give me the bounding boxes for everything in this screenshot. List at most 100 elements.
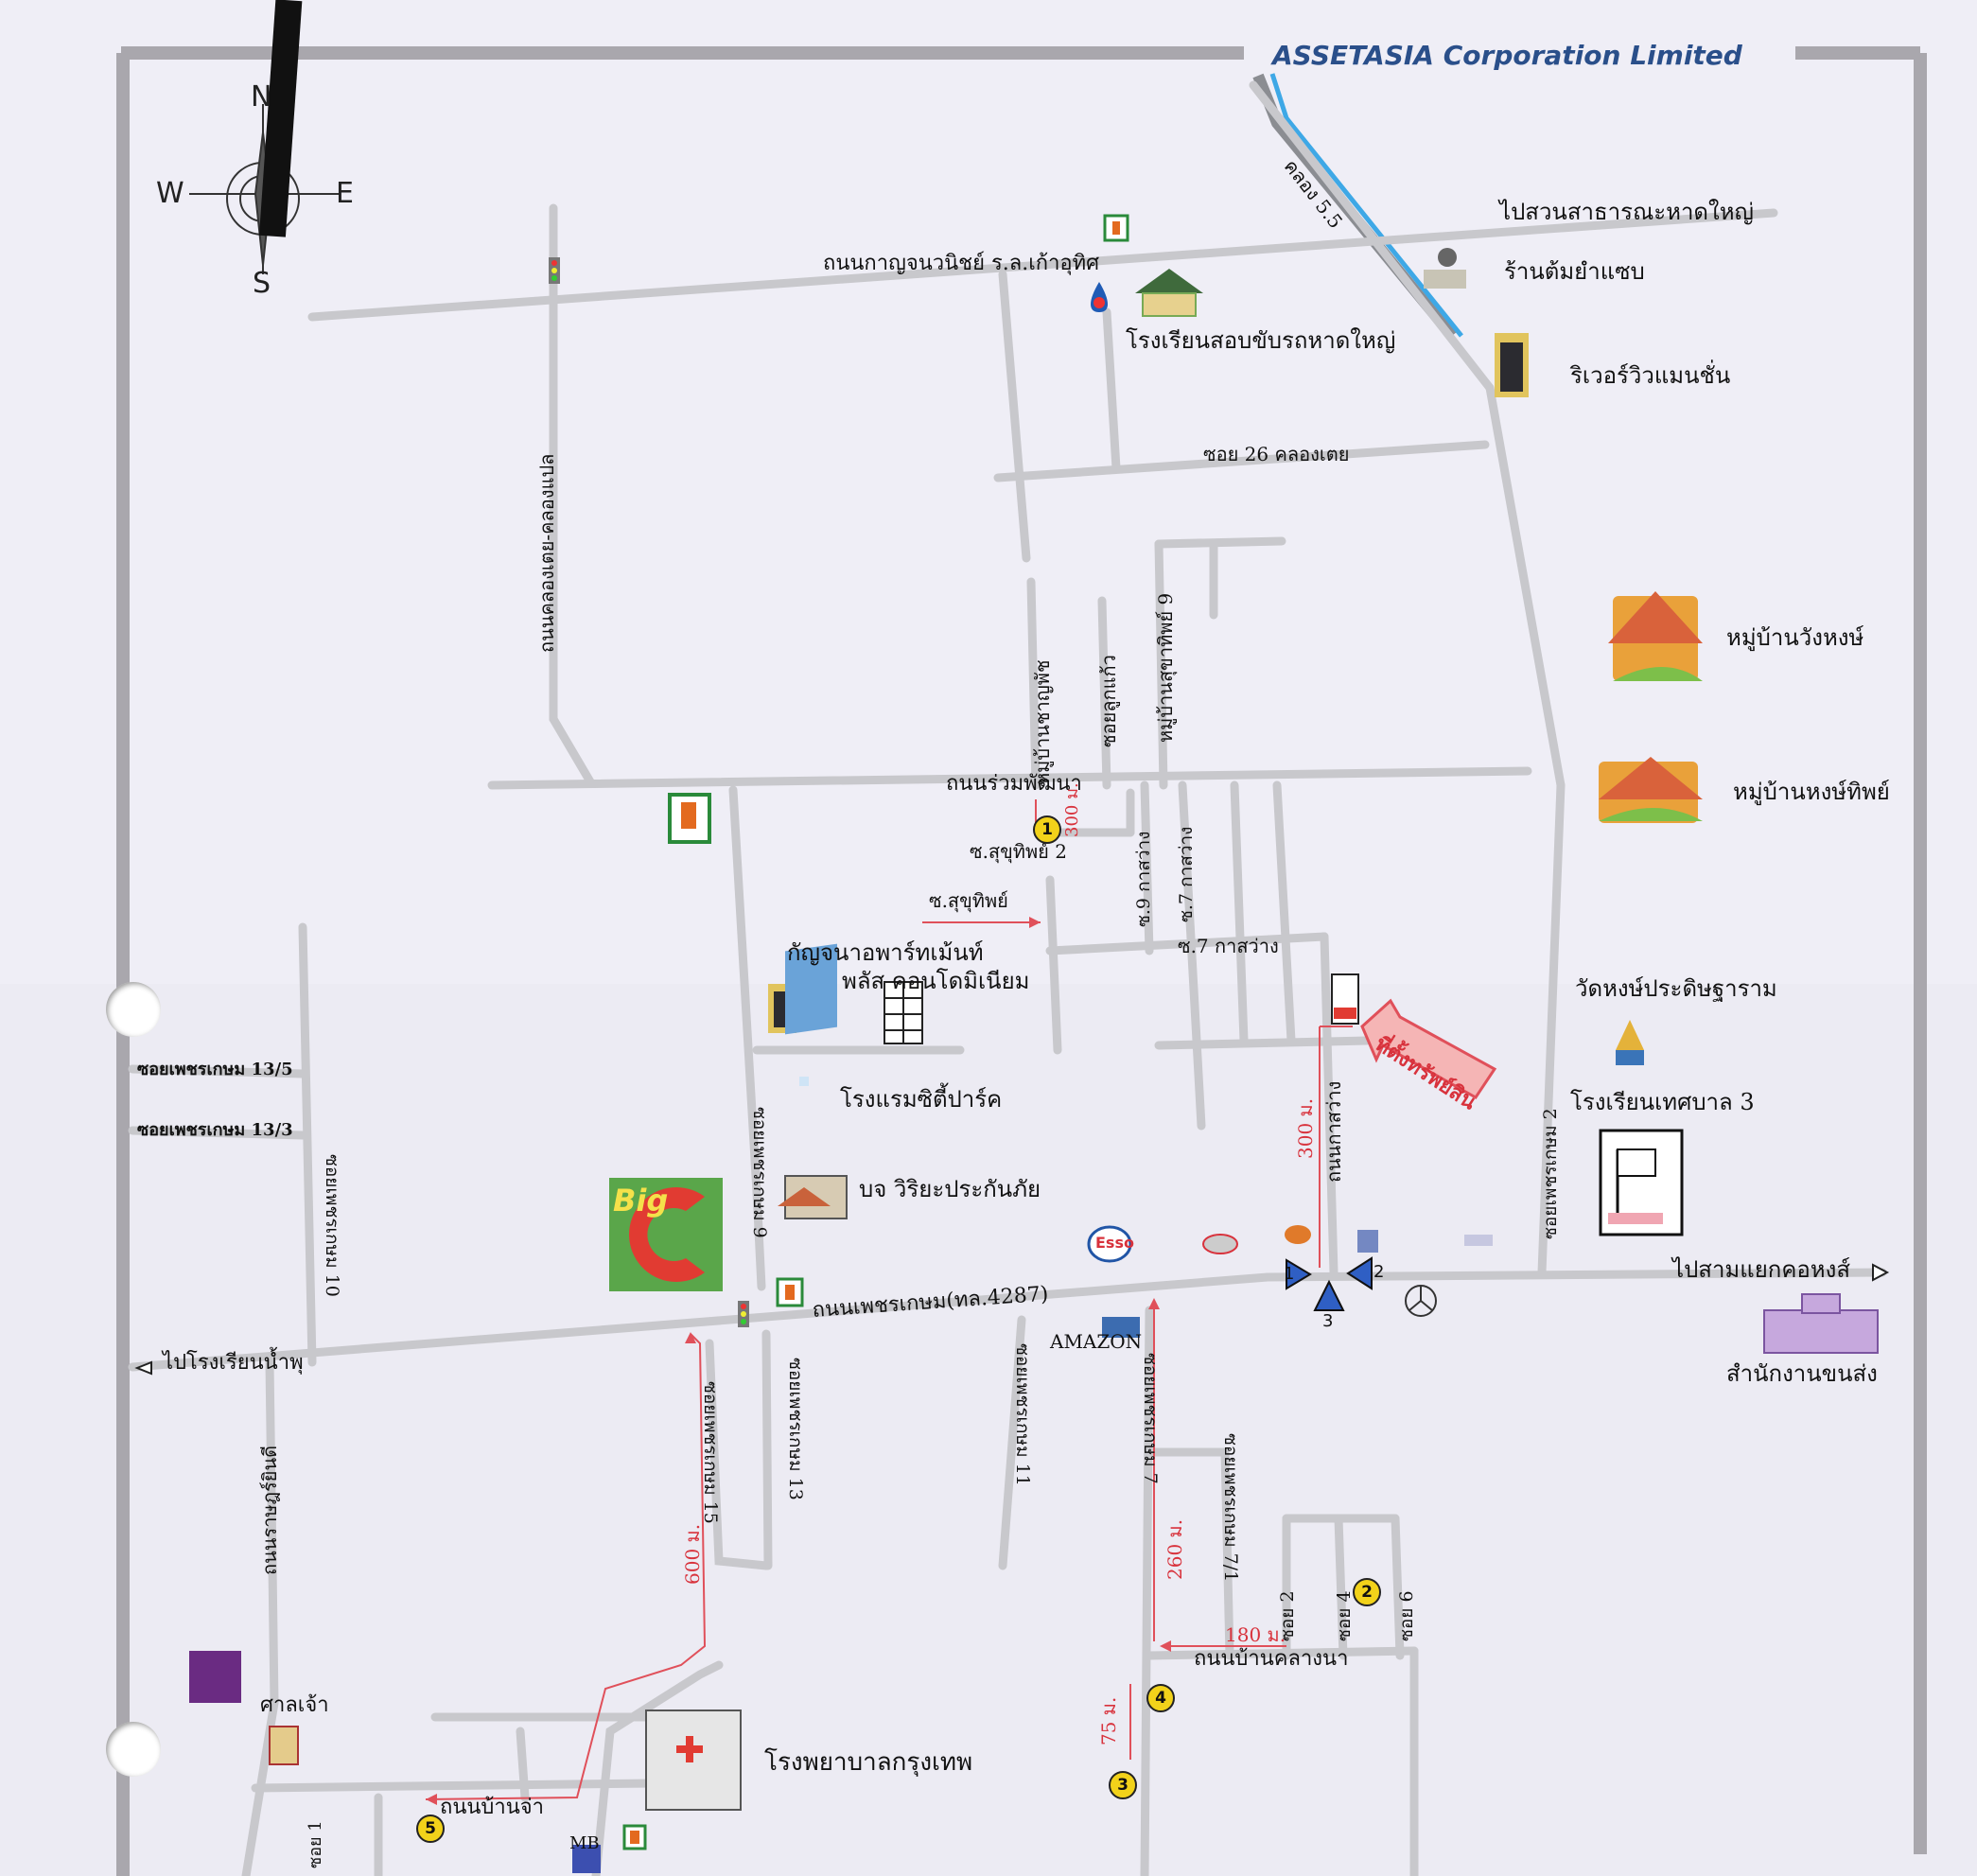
- road-label-soi-sukhothip: ซ.สุขุทิพย์: [929, 889, 1008, 912]
- road-label-ban-klang-na: ถนนบ้านคลางนา: [1194, 1647, 1349, 1671]
- road-label-moo-ban-chaya: หมู่บ้านชาญพัช: [1031, 659, 1054, 785]
- road-label-pk-15: ซอยเพชรเกษม 15: [700, 1381, 721, 1524]
- place-ran-tom-yam: ร้านต้มยำแซบ: [1504, 258, 1645, 285]
- burger-icon: [1285, 1225, 1311, 1244]
- road-label-soi1: ซอย 1: [306, 1820, 325, 1868]
- shrine-icon: [269, 1726, 299, 1765]
- marker-3: 3: [1109, 1771, 1137, 1799]
- compass-s: S: [253, 267, 271, 300]
- ptt-station-icon: [1091, 282, 1108, 312]
- driving-school-icon: [1135, 269, 1203, 317]
- road-label-pk-10: ซอยเพชรเกษม 10: [322, 1154, 342, 1297]
- wiriya-insurance-icon: [778, 1175, 848, 1219]
- place-shrine: ศาลเจ้า: [260, 1693, 329, 1717]
- road-label-pk-11: ซอยเพชรเกษม 11: [1012, 1343, 1033, 1486]
- place-driving-school: โรงเรียนสอบขับรถหาดใหญ่: [1126, 327, 1396, 354]
- road-label-klong-toey: ถนนคลองเตย-คลองแปล: [535, 453, 558, 653]
- road-label-sukhothip9: หมู่บ้านสุขาทิพย์ 9: [1154, 592, 1177, 743]
- triangle-label-3: 3: [1322, 1311, 1334, 1331]
- road-label-to-left: ไปโรงเรียนน้ำพุ: [163, 1351, 304, 1375]
- hospital-icon: [645, 1709, 742, 1811]
- road-label-pk-13-5: ซอยเพชรเกษม 13/5: [137, 1060, 293, 1079]
- amazon-cafe-icon: [1102, 1317, 1140, 1338]
- temple-icon: [1616, 1020, 1644, 1065]
- road-label-kanchanawanit: ถนนกาญจนวนิชย์ ร.ล.เก้าอุทิศ: [823, 252, 1100, 275]
- marker-4: 4: [1146, 1684, 1175, 1712]
- place-wiriya-insurance: บจ วิริยะประกันภัย: [859, 1176, 1041, 1202]
- direction-triangles: [1286, 1256, 1373, 1311]
- marker-1: 1: [1033, 815, 1061, 844]
- punch-hole-bottom: [106, 1722, 161, 1777]
- triangle-label-2: 2: [1373, 1262, 1385, 1282]
- road-label-ruam-pattana: ถนนร่วมพัฒนา: [946, 772, 1082, 796]
- water-drop-icon: [1357, 1230, 1378, 1253]
- triangle-label-1: 1: [1284, 1264, 1295, 1284]
- road-label-pk-7: ซอยเพชรเกษม 7: [1140, 1353, 1161, 1484]
- place-moo-ban-wanghong: หมู่บ้านวังหงษ์: [1726, 624, 1864, 651]
- place-transport-office: สำนักงานขนส่ง: [1726, 1360, 1878, 1387]
- place-moo-ban-hongthip: หมู่บ้านหงษ์ทิพย์: [1733, 779, 1890, 805]
- place-bangkok-hospital: โรงพยาบาลกรุงเทพ: [764, 1748, 973, 1777]
- place-hotel-city-park: โรงแรมซิตี้ปาร์ค: [840, 1086, 1003, 1113]
- distance-300-ruam: 300 ม.: [1062, 782, 1082, 837]
- distance-300-kasawang: 300 ม.: [1294, 1097, 1317, 1159]
- route-lines: [425, 799, 1353, 1800]
- marker-5: 5: [416, 1815, 445, 1843]
- river-view-building-icon: [1495, 333, 1529, 397]
- big-c-logo: [609, 1178, 723, 1291]
- road-label-raj-utit: ถนนราษฎร์ยินดี: [258, 1445, 281, 1575]
- mb-logo: [572, 1845, 601, 1873]
- road-label-soi7-kasawang-h: ซ.7 กาสว่าง: [1178, 935, 1279, 957]
- asset-location-arrow: [1331, 973, 1497, 1099]
- road-label-soi-luk-kaew: ซอยลูกแก้ว: [1097, 655, 1120, 747]
- punch-hole-top: [106, 982, 161, 1037]
- map-frame: [116, 46, 1927, 1876]
- place-plus-condo: พลัส คอนโดมิเนียม: [842, 968, 1030, 994]
- road-label-pk-2: ซอยเพชรเกษม 2: [1540, 1108, 1561, 1239]
- road-label-soi-sukhothip2: ซ.สุขุทิพย์ 2: [970, 840, 1067, 863]
- road-label-soi7-kasawang-v: ซ.7 กาสว่าง: [1176, 826, 1197, 922]
- nissan-logo: [1202, 1234, 1238, 1254]
- road-label-to-park: ไปสวนสาธารณะหาดใหญ่: [1499, 199, 1755, 225]
- road-label-pk-9: ซอยเพชรเกษม 9: [749, 1107, 770, 1238]
- mercedes-logo: [1405, 1285, 1437, 1317]
- marker-2: 2: [1353, 1578, 1381, 1606]
- place-mb: MB: [569, 1833, 600, 1853]
- road-label-kasawang: ถนนกาสว่าง: [1322, 1080, 1345, 1183]
- distance-260: 260 ม.: [1163, 1518, 1186, 1580]
- plus-condo-icon: [884, 981, 923, 1044]
- compass-e: E: [336, 177, 354, 210]
- school-flag-icon: [1599, 1129, 1684, 1236]
- route-arrowheads: [426, 917, 1171, 1805]
- road-label-pk-13-3: ซอยเพชรเกษม 13/3: [137, 1120, 293, 1140]
- road-label-pk-13: ซอยเพชรเกษม 13: [785, 1358, 806, 1500]
- place-school-tessaban3: โรงเรียนเทศบาล 3: [1570, 1089, 1755, 1115]
- transport-office-icon: [1763, 1293, 1879, 1354]
- place-big-c: Big: [613, 1183, 669, 1219]
- road-label-soi4: ซอย 4: [1334, 1590, 1355, 1641]
- distance-180: 180 ม.: [1225, 1623, 1286, 1646]
- recycle-logo: [189, 1651, 241, 1703]
- distance-600: 600 ม.: [681, 1523, 704, 1585]
- small-logo-icon: [1464, 1235, 1493, 1246]
- company-name: ASSETASIA Corporation Limited: [1272, 40, 1742, 71]
- place-wat-hong: วัดหงษ์ประดิษฐาราม: [1575, 975, 1777, 1002]
- restaurant-icon: [1424, 248, 1466, 289]
- place-esso: Esso: [1095, 1234, 1134, 1252]
- place-amazon: AMAZON: [1050, 1330, 1143, 1353]
- place-kanchana-apartment: กัญจนาอพาร์ทเม้นท์: [787, 939, 984, 966]
- main-road-arrows: [134, 1263, 1890, 1376]
- hotel-city-park-icon: [785, 943, 837, 1086]
- road-label-ban-cha: ถนนบ้านจ่า: [440, 1796, 544, 1819]
- village-wanghong-icon: [1608, 591, 1703, 681]
- village-hongthip-icon: [1599, 757, 1703, 823]
- esso-logo: [1087, 1225, 1132, 1263]
- compass-n: N: [251, 80, 272, 114]
- road-label-to-right: ไปสามแยกคอหงส์: [1672, 1256, 1850, 1283]
- road-label-soi26: ซอย 26 คลองเตย: [1203, 443, 1350, 465]
- compass-w: W: [156, 177, 184, 210]
- road-label-pk-7-1: ซอยเพชรเกษม 7/1: [1220, 1433, 1241, 1583]
- distance-75: 75 ม.: [1097, 1696, 1120, 1745]
- scan-tear-mark: [258, 0, 303, 237]
